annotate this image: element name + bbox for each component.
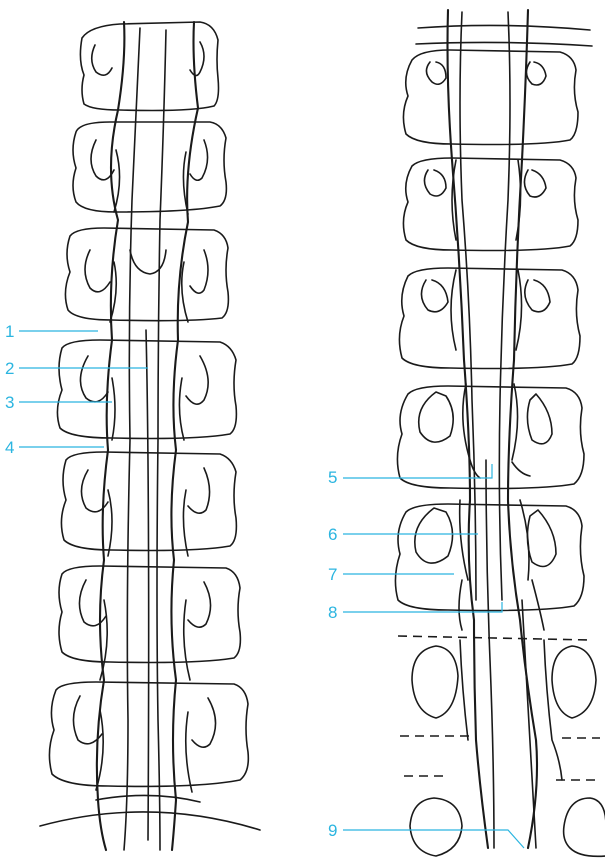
right-vertebra xyxy=(399,268,580,369)
callout-label-4: 4 xyxy=(5,439,14,456)
callout-label-7: 7 xyxy=(328,566,337,583)
right-vertebra xyxy=(403,50,578,145)
right-vertebra xyxy=(403,158,578,251)
leader-9 xyxy=(343,830,524,848)
callout-label-6: 6 xyxy=(328,526,337,543)
callout-label-9: 9 xyxy=(328,822,337,839)
callout-label-5: 5 xyxy=(328,469,337,486)
right-vertebra xyxy=(397,386,584,489)
right-spine xyxy=(395,10,605,856)
right-vertebra xyxy=(395,504,584,611)
left-vertebra xyxy=(65,228,228,321)
callout-label-2: 2 xyxy=(5,360,14,377)
callout-label-3: 3 xyxy=(5,394,14,411)
callout-label-1: 1 xyxy=(5,323,14,340)
left-vertebra xyxy=(59,566,240,663)
callout-label-8: 8 xyxy=(328,604,337,621)
left-vertebra xyxy=(73,122,226,212)
left-spine xyxy=(40,22,260,850)
callout-leaders xyxy=(19,331,524,848)
